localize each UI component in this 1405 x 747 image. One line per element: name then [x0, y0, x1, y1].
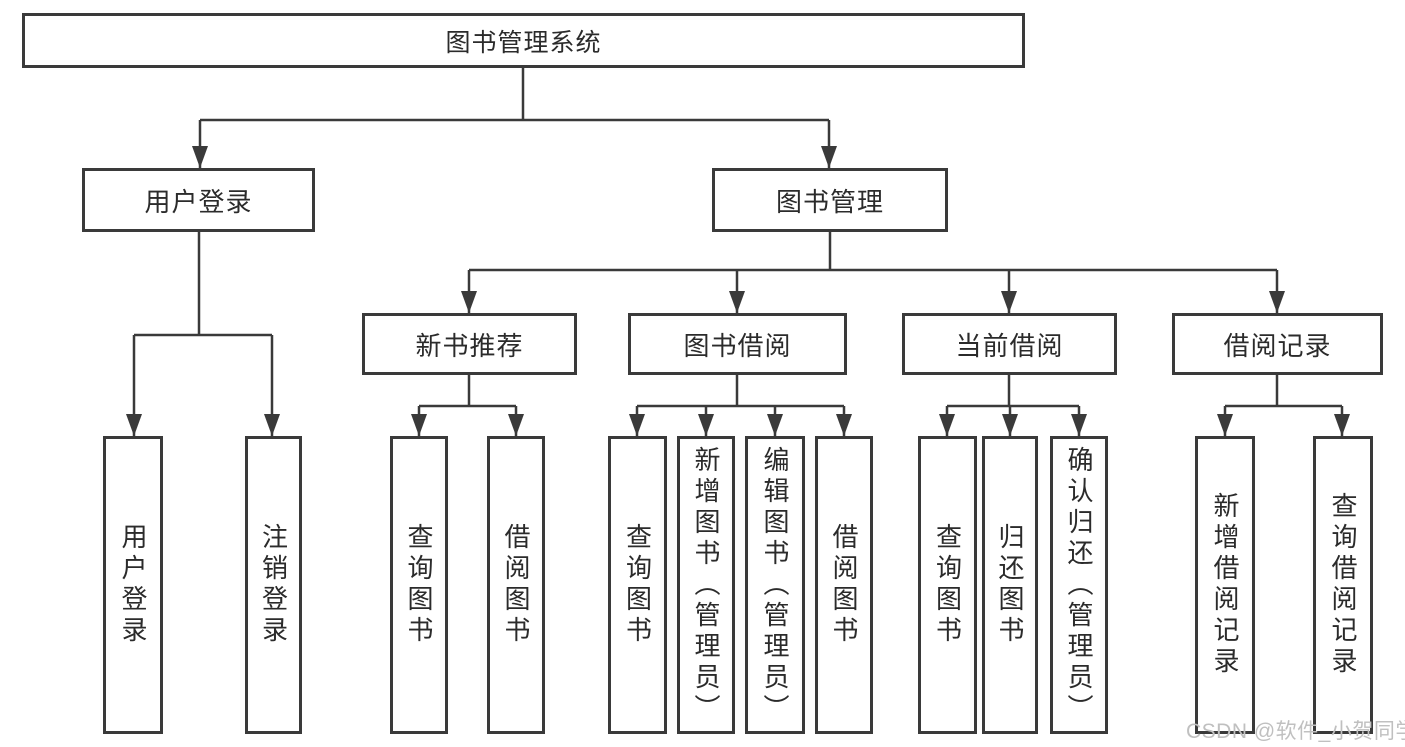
leaf-return-book: 归还图书	[982, 436, 1038, 734]
leaf-query-books-borrow: 查询图书	[608, 436, 667, 734]
node-new-book-recommend: 新书推荐	[362, 313, 577, 375]
node-user-login: 用户登录	[82, 168, 315, 232]
node-current-borrow: 当前借阅	[902, 313, 1117, 375]
leaf-confirm-return-admin: 确认归还（管理员）	[1050, 436, 1108, 734]
csdn-watermark: CSDN @软件_小贺同学	[1186, 720, 1405, 743]
leaf-add-borrow-record: 新增借阅记录	[1195, 436, 1255, 734]
leaf-edit-book-admin: 编辑图书（管理员）	[745, 436, 805, 734]
leaf-user-login: 用户登录	[103, 436, 163, 734]
leaf-borrow-books: 借阅图书	[815, 436, 873, 734]
leaf-query-books-current: 查询图书	[918, 436, 977, 734]
leaf-logout: 注销登录	[245, 436, 302, 734]
arrowheads	[126, 146, 1350, 436]
leaf-borrow-books-recommend: 借阅图书	[487, 436, 545, 734]
leaf-add-book-admin: 新增图书（管理员）	[677, 436, 735, 734]
node-borrow-records: 借阅记录	[1172, 313, 1383, 375]
leaf-query-borrow-record: 查询借阅记录	[1313, 436, 1373, 734]
node-book-borrow: 图书借阅	[628, 313, 847, 375]
leaf-query-books-recommend: 查询图书	[390, 436, 448, 734]
node-root: 图书管理系统	[22, 13, 1025, 68]
node-book-management: 图书管理	[712, 168, 948, 232]
